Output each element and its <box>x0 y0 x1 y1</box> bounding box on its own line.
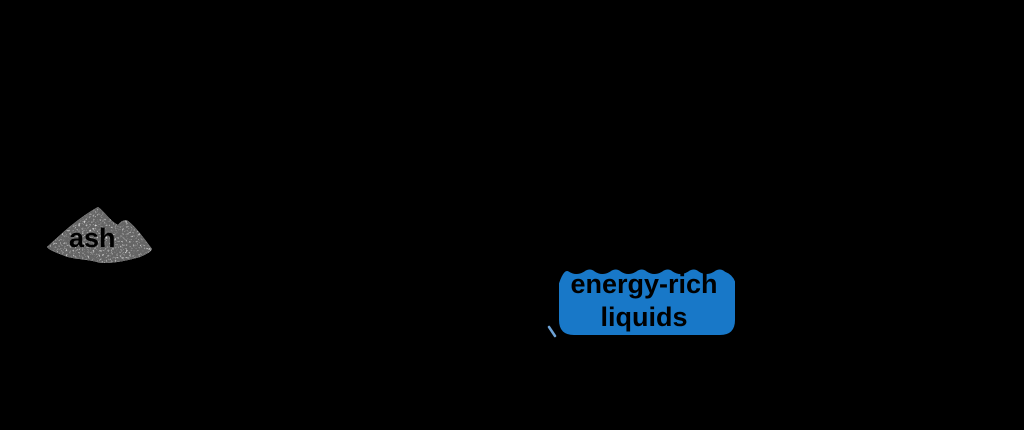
energy-rich-liquids-container <box>547 265 739 339</box>
ash-label: ash <box>69 223 116 253</box>
ash-pile <box>47 207 152 264</box>
ash-texture <box>47 207 152 264</box>
liquid-shape <box>555 265 739 339</box>
liquid-label: energy-rich liquids <box>546 268 742 334</box>
liquid-splash-mark <box>547 325 557 338</box>
liquid-label-line1: energy-rich <box>570 269 718 299</box>
charred-wood-log <box>758 220 1011 286</box>
raw-wood-log <box>227 3 529 76</box>
liquid-label-line2: liquids <box>600 302 688 332</box>
